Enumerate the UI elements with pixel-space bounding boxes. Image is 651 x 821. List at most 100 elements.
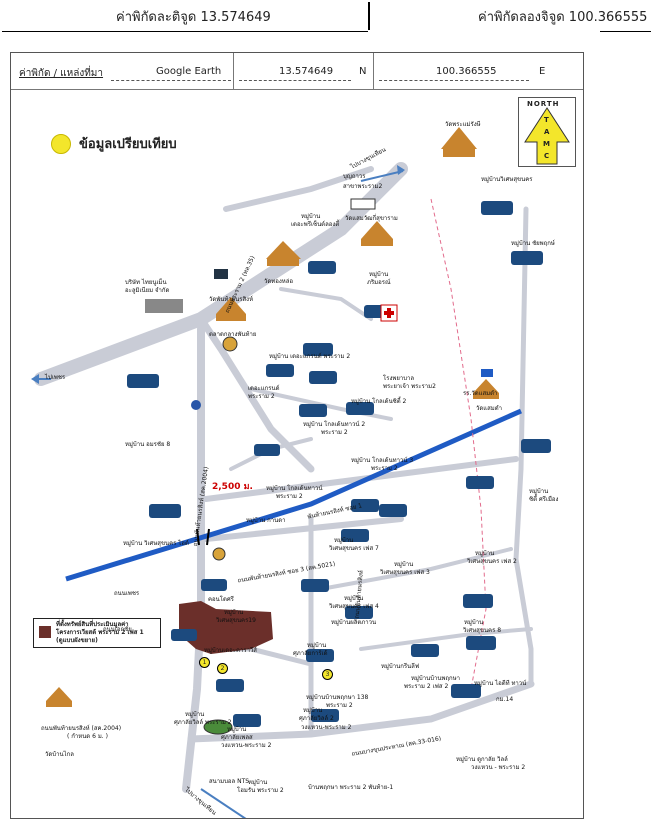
source-lng-unit: E [539,66,546,77]
house-icon [299,404,327,417]
legend-title: ข้อมูลเปรียบเทียบ [79,136,177,151]
house-icon [127,374,159,388]
label-school: รร.วัดแสมดำ [463,390,498,397]
legend-box-line-3: (ดูแบบผังขยาย) [56,637,98,644]
factory-icon [145,299,183,313]
label-moo-7: หมู่บ้าน โกลเด้นทาวน์ 2 [303,421,366,428]
poi-dot-icon [191,400,201,410]
label-temple-2: วัดแสมวัฒกี่สุขาราม [345,215,398,222]
temple-icon [441,127,477,149]
house-icon [306,649,334,662]
label-moo-13: หมู่บ้าน วิเศษสุขนคร ไฮด์ [123,540,189,547]
house-icon [511,251,543,265]
stadium-icon [203,719,233,735]
label-moo-9: หมู่บ้าน โกลเด้นทาวน์ 3 [351,457,414,464]
label-road-2004c: ( กำหนด 6 ม. ) [67,733,108,740]
market-icon [222,336,238,352]
label-moo-21b: วิเศษสุขนคร 8 [463,627,502,634]
temple-icon [216,314,246,321]
label-moo-30b: ศุภาลัยเพลส [221,734,253,741]
map-frame: ค่าพิกัด / แหล่งที่มา Google Earth 13.57… [10,52,584,819]
district-boundary [430,198,487,690]
north-letter-a: A [544,128,550,136]
road-to-temple [223,166,374,212]
label-moo-7b: พระราม 2 [321,429,348,436]
longitude-label: ค่าพิกัดลองจิจูด 100.366555 [478,10,648,25]
house-icon [379,504,407,517]
house-icon [481,201,513,215]
marker-2: 2 [217,663,228,674]
label-moo-4b: ภริมอรณ์ [367,279,391,286]
school-flag-icon [481,369,493,377]
map-canvas [31,127,551,818]
label-moo-30: หมู่บ้าน [227,726,247,733]
label-moo-4: หมู่บ้าน [369,271,389,278]
label-moo-5: หมู่บ้าน เดอะแกรนด์ พระราม 2 [269,353,351,360]
label-moo-19: หมู่บ้าน [224,609,244,616]
label-moo-20: หมู่บ้านผลิตภาวน [331,619,377,626]
road-krisada [279,287,373,321]
road-grand [249,387,393,421]
house-icon [308,261,336,274]
label-moo-34: หมู่บ้าน ดูกาลัย วิลล์ [456,756,508,763]
label-temple-1: วัดพระแม่รังษี [445,121,481,128]
house-icon [466,476,494,489]
label-moo-10b: พระราม 2 [276,493,303,500]
source-sep-2 [373,53,374,89]
label-temple-3: วัดทองหล่อ [264,278,293,285]
label-moo-27b: พระราม 2 [326,702,353,709]
label-moo-2: หมู่บ้าน ชัยพฤกษ์ [511,240,555,247]
north-letter-m: M [543,140,550,148]
coordinate-header: ค่าพิกัดละติจูด 13.574649 ค่าพิกัดลองจิจ… [0,0,651,36]
house-icon [451,684,481,698]
house-icon [311,709,339,722]
road-bangkhun [187,680,535,743]
house-icon [216,679,244,692]
arrow-phet-head [31,374,39,384]
label-bupparam: บุญถาวร [343,173,366,180]
poi-sign-icon [214,269,228,279]
subject-site-legend: ที่ตั้งทรัพย์สินที่ประเมินมูลค่า โครงการ… [33,618,161,648]
label-road-ekachai: ถนนเอกชัย [103,626,132,633]
label-moo-25: หมู่บ้านบ้านพฤกษา [411,675,461,682]
header-underline-right [600,31,651,32]
label-moo-12: หมู่บ้าน [529,488,549,495]
label-moo-33: บ้านพฤกษา พระราม 2 พันท้าย-1 [308,784,394,791]
label-stadium: สนามบอล NTS [209,778,250,785]
label-road-2004b: ถนนพันท้ายนรสิงห์ (สค.2004) [41,725,122,732]
main-highway-blue [65,408,523,582]
label-company-2: อะลูมิเนียม จำกัด [125,287,170,294]
label-hospital: โรงพยาบาล [383,375,415,382]
north-arrow: NORTH T A M C [518,97,576,167]
road-soi-3 [203,516,404,542]
label-moo-23: หมู่บ้าน [307,642,327,649]
north-letter-c: C [544,152,550,160]
source-value: Google Earth [156,66,222,77]
house-icon [466,636,496,650]
arrow-bkk-head [397,165,405,175]
house-icon [341,529,369,542]
source-label: ค่าพิกัด / แหล่งที่มา [19,68,104,79]
north-letter-t: T [544,116,549,124]
distance-label: 2,500 ม. [212,482,253,492]
arrow-south-line [200,788,247,818]
label-moo-23b: ศุภาลัยการ์เด้ [293,650,328,657]
temple-icon [216,297,246,314]
temple-icon [473,379,499,393]
label-moo-16b: วิเศษสุขนคร เฟส 3 [380,569,430,576]
header-underline-left [2,31,368,32]
label-moo-11: หมู่บ้าน กานดา [246,517,286,524]
north-arrow-icon [524,107,570,165]
label-moo-27: หมู่บ้านบ้านพฤกษา 138 [306,694,369,701]
label-moo-3: หมู่บ้าน [301,213,321,220]
house-icon [171,629,197,641]
temple-icon [361,239,393,246]
label-hospital-2: พระยาเจ้า พระราม2 [383,383,436,390]
temple-icons [46,127,499,707]
house-icon [233,714,261,727]
house-icon [463,594,493,608]
road-viset [319,547,513,591]
source-dash [111,80,231,81]
label-moo-9b: พระราม 2 [371,465,398,472]
label-moo-15: หมู่บ้าน [475,550,495,557]
